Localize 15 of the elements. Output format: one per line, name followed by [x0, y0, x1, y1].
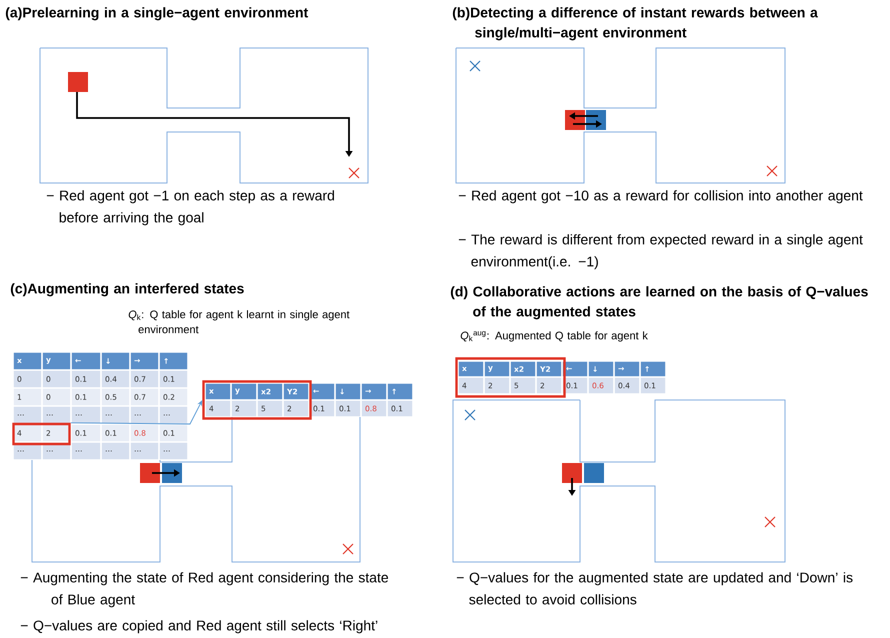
table-caption: Q$_{k}$$^{aug}$: Augmented Q table for agent k	[460, 331, 648, 342]
bullet-text: − Red agent got −10 as a reward for collision into another agent	[458, 190, 863, 204]
table-caption: Q$_{k}$: Q table for agent k learnt in single agent environment	[128, 310, 350, 334]
bullet-text: − Q−values are copied and Red agent still selects ‘Right’	[20, 620, 378, 634]
highlight-box	[202, 380, 312, 420]
bullet-text: − Red agent got −1 on each step as a reward before arriving the goal	[46, 190, 334, 226]
panel-title: (a)Prelearning in a single−agent environment	[6, 7, 308, 20]
highlight-box	[12, 422, 71, 446]
panel-title: (c)Augmenting an interfered states	[10, 283, 244, 296]
bullet-text: − Augmenting the state of Red agent considering the state of Blue agent	[20, 572, 388, 608]
panel-title: (d) Collaborative actions are learned on the basis of Q−values of the augmented states	[450, 286, 868, 320]
highlight-box	[455, 357, 566, 398]
bullet-text: − Q−values for the augmented state are updated and ‘Down’ is selected to avoid collisions	[456, 572, 853, 604]
bullet-text: − The reward is different from expected reward in a single agent environment(i.e. −1)	[458, 234, 863, 270]
panel-title: (b)Detecting a difference of instant rewards between a single/multi−agent environment	[452, 7, 818, 40]
